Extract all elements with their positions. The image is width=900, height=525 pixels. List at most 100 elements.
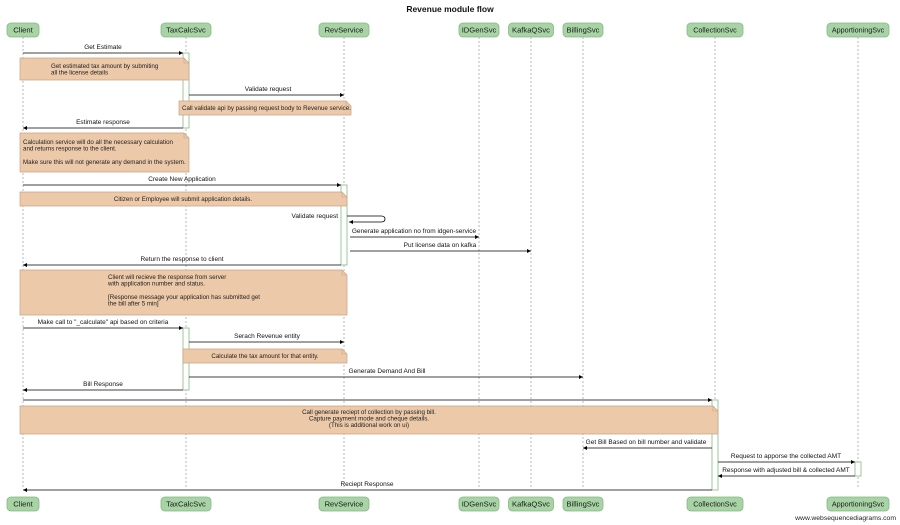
note-text-line: the bill after 5 min] — [108, 300, 159, 307]
note-fold — [183, 58, 189, 64]
message-label: Return the response to client — [140, 256, 223, 263]
watermark-credit: www.websequencediagrams.com — [794, 515, 896, 522]
participant-label: TaxCalcSvc — [166, 26, 206, 35]
message-11: Generate Demand And Bill — [189, 368, 583, 379]
participant-box — [562, 496, 604, 512]
message-label: Validate request — [245, 86, 292, 93]
participant-box — [562, 22, 604, 38]
message-2: Validate request — [189, 86, 344, 97]
message-1: Get Estimate — [23, 44, 183, 55]
message-label: Request to apporse the collected AMT — [731, 453, 841, 460]
note-text-line: Calculation service will do all the nece… — [23, 139, 174, 146]
participant-client-top: Client — [6, 22, 40, 38]
note-6: Calculate the tax amount for that entity… — [182, 348, 348, 364]
participant-label: IDGenSvc — [462, 26, 497, 35]
participant-label: CollectionSvc — [693, 500, 737, 509]
participant-label: TaxCalcSvc — [166, 500, 206, 509]
message-12: Bill Response — [23, 381, 183, 392]
note-text-line: Citizen or Employee will submit applicat… — [114, 196, 253, 203]
message-6: Generate application no from idgen-servi… — [350, 228, 479, 239]
note-box — [19, 191, 348, 207]
participant-apportioningsvc-bottom: ApportioningSvc — [826, 496, 890, 512]
note-fold — [345, 101, 351, 107]
note-text-line: all the license details — [51, 70, 108, 77]
participant-box — [686, 496, 744, 512]
note-7: Call generate reciept of collection by p… — [19, 405, 719, 435]
message-label: Serach Revenue entity — [234, 333, 301, 340]
note-box — [19, 405, 719, 435]
message-10: Serach Revenue entity — [189, 333, 344, 344]
note-text-line: Get estimated tax amount by submiting — [51, 63, 159, 70]
participant-apportioningsvc-top: ApportioningSvc — [826, 22, 890, 38]
participant-billingsvc-bottom: BillingSvc — [562, 496, 604, 512]
participant-box — [318, 496, 370, 512]
note-fold — [341, 192, 347, 198]
participant-box — [6, 496, 40, 512]
participant-revservice-bottom: RevService — [318, 496, 370, 512]
message-label: Response with adjusted bill & collected … — [722, 467, 850, 474]
message-4: Create New Application — [23, 176, 341, 187]
participant-taxcalcsvc-top: TaxCalcSvc — [160, 22, 212, 38]
participant-collectionsvc-bottom: CollectionSvc — [686, 496, 744, 512]
note-5: Client will recieve the response from se… — [19, 269, 348, 316]
note-3: Calculation service will do all the nece… — [19, 132, 190, 173]
message-label: Get Estimate — [84, 44, 122, 51]
note-fold — [183, 133, 189, 139]
participant-box — [826, 496, 890, 512]
note-box — [19, 269, 348, 316]
participant-box — [458, 22, 500, 38]
note-text-line: (This is additional work on ui) — [329, 422, 409, 429]
participant-label: KafkaQSvc — [512, 500, 550, 509]
message-7: Put license data on kafka — [350, 242, 531, 253]
message-arrow — [347, 215, 386, 224]
note-fold — [341, 270, 347, 276]
note-text-line: Call generate reciept of collection by p… — [302, 409, 436, 416]
participant-box — [508, 496, 554, 512]
participant-box — [318, 22, 370, 38]
participant-label: RevService — [325, 500, 364, 509]
message-label: Create New Application — [148, 176, 216, 183]
activation-bar-revservice — [340, 184, 348, 266]
message-label: Generate Demand And Bill — [349, 368, 427, 375]
participant-billingsvc-top: BillingSvc — [562, 22, 604, 38]
activation-bar-taxcalcsvc — [182, 52, 190, 129]
participant-collectionsvc-top: CollectionSvc — [686, 22, 744, 38]
note-text-line: Call validate api by passing request bod… — [182, 105, 351, 112]
note-fold — [341, 349, 347, 355]
note-text-line: and returns response to the client. — [23, 146, 117, 153]
activation-bar-apportioningsvc — [854, 461, 862, 477]
participant-label: Client — [13, 500, 33, 509]
note-4: Citizen or Employee will submit applicat… — [19, 191, 348, 207]
participant-label: IDGenSvc — [462, 500, 497, 509]
participant-label: Client — [13, 26, 33, 35]
message-label: Validate request — [292, 213, 339, 220]
note-text-line: with application number and status. — [107, 281, 205, 288]
note-box — [19, 57, 190, 81]
message-5: Validate request — [292, 213, 386, 224]
participant-revservice-top: RevService — [318, 22, 370, 38]
participant-label: ApportioningSvc — [832, 500, 885, 509]
participant-kafkaqsvc-bottom: KafkaQSvc — [508, 496, 554, 512]
participant-box — [508, 22, 554, 38]
note-box — [182, 348, 348, 364]
diagram-title: Revenue module flow — [406, 4, 494, 14]
message-15: Request to apporse the collected AMT — [718, 453, 855, 464]
participant-kafkaqsvc-top: KafkaQSvc — [508, 22, 554, 38]
note-text-line: [Response message your application has s… — [108, 294, 260, 301]
participant-idgensvc-top: IDGenSvc — [458, 22, 500, 38]
note-text-line: Make sure this will not generate any dem… — [23, 159, 186, 166]
message-label: Estimate response — [76, 119, 130, 126]
note-box — [178, 100, 352, 116]
message-label: Make call to "_calculate" api based on c… — [38, 319, 169, 326]
participant-taxcalcsvc-bottom: TaxCalcSvc — [160, 496, 212, 512]
participant-box — [6, 22, 40, 38]
participant-label: BillingSvc — [567, 26, 600, 35]
participant-box — [826, 22, 890, 38]
message-8: Return the response to client — [23, 256, 341, 267]
note-2: Call validate api by passing request bod… — [178, 100, 352, 116]
note-text-line: Calculate the tax amount for that entity… — [211, 353, 318, 360]
participant-box — [686, 22, 744, 38]
note-box — [19, 132, 190, 173]
participant-client-bottom: Client — [6, 496, 40, 512]
message-14: Get Bill Based on bill number and valida… — [583, 439, 712, 450]
